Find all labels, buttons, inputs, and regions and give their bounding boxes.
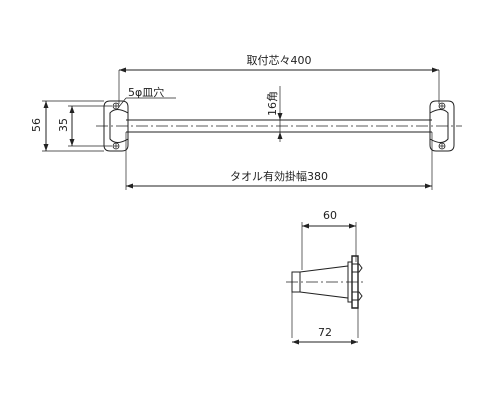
towel-bar [96, 119, 462, 133]
dim-effective-width: タオル有効掛幅380 [125, 132, 433, 190]
left-bracket [103, 100, 129, 152]
dim-heights: 56 35 [30, 100, 112, 152]
label-bar-section: 16角 [266, 91, 279, 116]
side-bracket [286, 255, 366, 309]
dim-projection: 60 [301, 209, 357, 270]
label-center-distance: 取付芯々400 [247, 53, 312, 67]
label-hole-spacing: 35 [57, 118, 70, 132]
label-projection: 60 [323, 209, 337, 222]
dim-center-distance: 取付芯々400 [118, 53, 440, 104]
callout-screw-hole: 5φ皿穴 [117, 85, 176, 109]
dim-projection-total: 72 [291, 292, 359, 345]
label-projection-total: 72 [318, 326, 332, 339]
label-overall-height: 56 [30, 118, 43, 132]
label-screw-hole: 5φ皿穴 [128, 85, 164, 99]
right-bracket [429, 100, 455, 152]
label-effective-width: タオル有効掛幅380 [230, 169, 328, 183]
dim-bar-section: 16角 [266, 86, 283, 142]
